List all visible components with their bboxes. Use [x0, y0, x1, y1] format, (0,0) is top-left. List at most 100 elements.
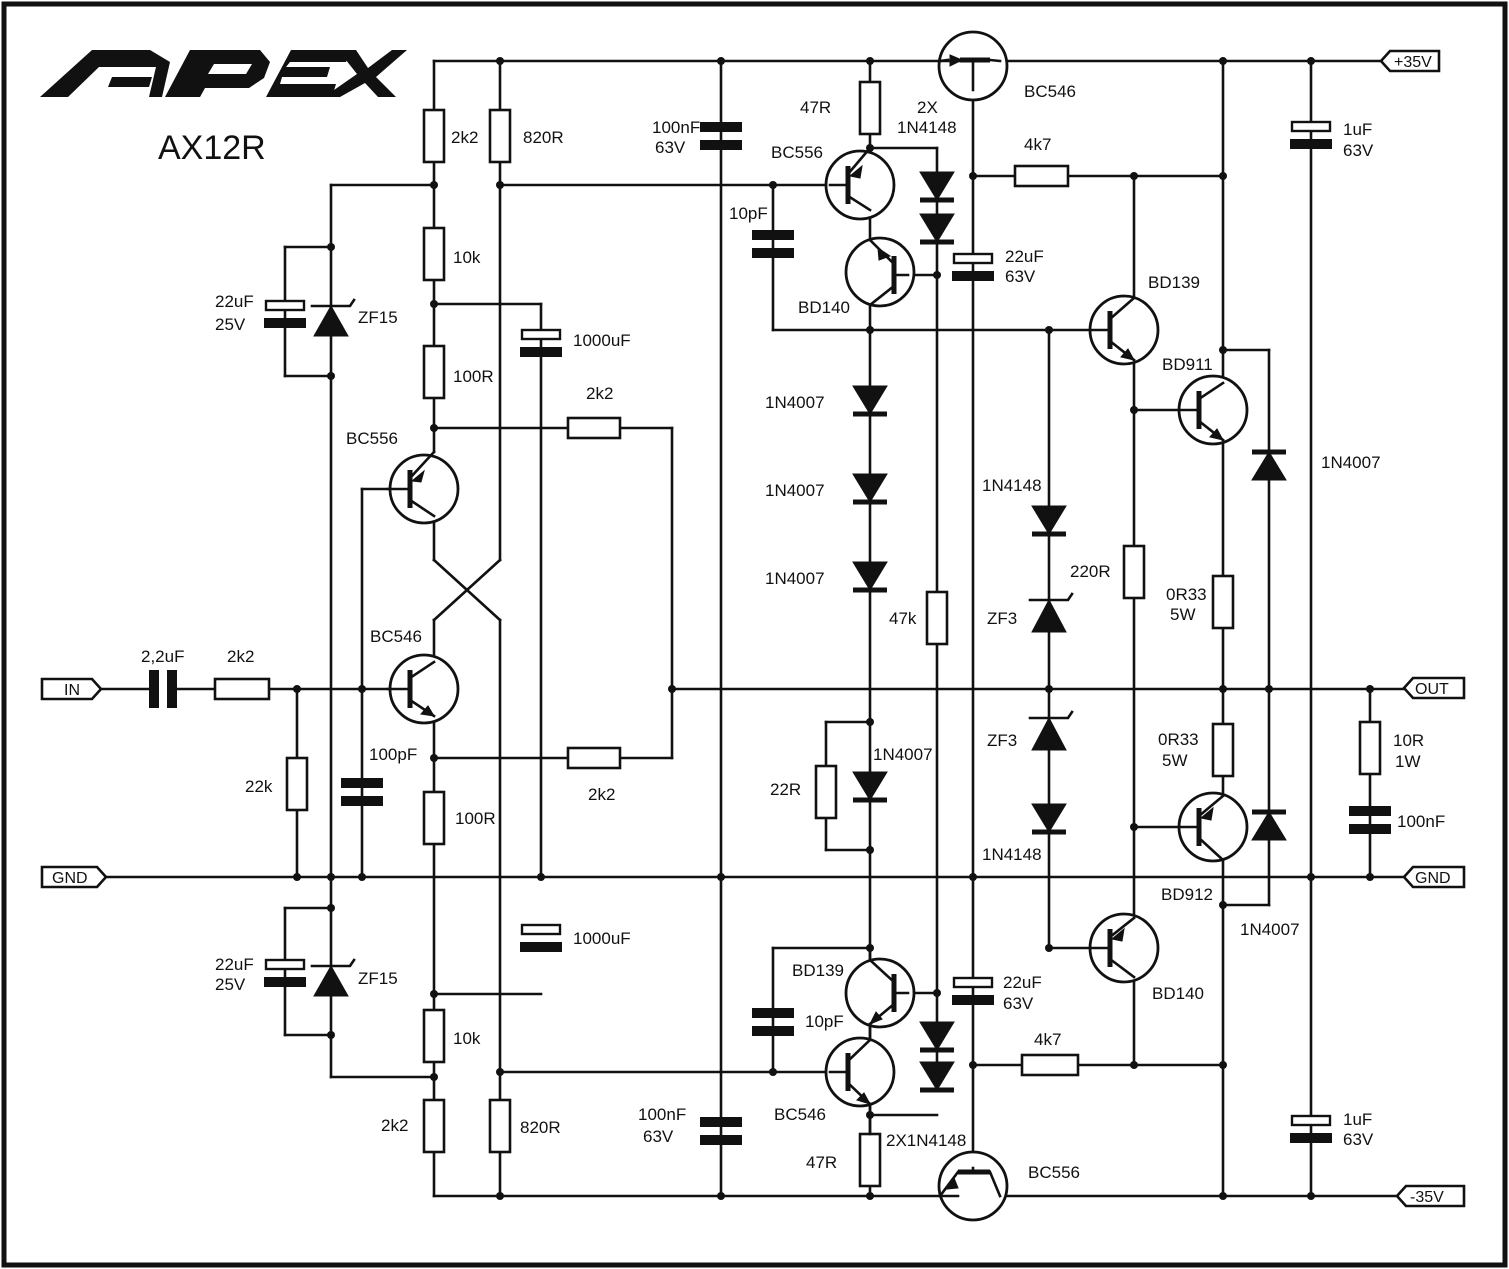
- bot-res-b-label: 820R: [520, 1118, 561, 1137]
- port-plus35-label: +35V: [1394, 54, 1432, 71]
- bot-zcap-value-label: 22uF: [215, 955, 254, 974]
- vas-neg-bc546-label: BC546: [774, 1105, 826, 1124]
- top-bulk-label: 1000uF: [573, 331, 631, 350]
- labels-input-stage: 2,2uF 2k2 22k 100pF 2k2 820R 10k 100R 22…: [141, 128, 631, 1137]
- model-label: AX12R: [158, 129, 266, 167]
- top-res-a-label: 2k2: [451, 128, 478, 147]
- bot-zener-label: ZF15: [358, 969, 398, 988]
- q-input-bottom-label: BC546: [370, 627, 422, 646]
- bias-dn-label: 1N4007: [873, 745, 933, 764]
- bias-d3-label: 1N4007: [765, 569, 825, 588]
- top-res-c-label: 10k: [453, 248, 481, 267]
- labels-output-stage: BD139 BD911 220R 0R33 5W 0R33 5W BD912 B…: [1070, 120, 1445, 1149]
- diodes: [310, 171, 1287, 1093]
- vas-neg-diode-pair-label: 2X1N4148: [886, 1131, 966, 1150]
- bias-1n4148-top-label: 1N4148: [982, 476, 1042, 495]
- vas-pos-diode-pair-a-label: 2X: [917, 98, 938, 117]
- resistors: [213, 80, 1382, 1188]
- bias-zf3-top-label: ZF3: [987, 609, 1017, 628]
- out-bd911-label: BD911: [1162, 355, 1213, 374]
- bias-res-label: 22k: [245, 777, 273, 796]
- fb-top-label: 2k2: [586, 384, 613, 403]
- junction-dots: [293, 57, 1374, 1200]
- vas-neg-miller-label: 10pF: [805, 1012, 844, 1031]
- bias-r47k-label: 47k: [889, 609, 917, 628]
- top-zener-label: ZF15: [358, 308, 398, 327]
- vas-pos-miller-label: 10pF: [729, 204, 768, 223]
- vas-pos-diode-pair-b-label: 1N4148: [897, 118, 957, 137]
- vas-pos-bd140-label: BD140: [798, 298, 850, 317]
- bot-res-c-label: 10k: [453, 1029, 481, 1048]
- in-cap-label: 2,2uF: [141, 647, 184, 666]
- bot-zcap-volt-label: 25V: [215, 975, 246, 994]
- out-fly-bot-label: 1N4007: [1240, 920, 1300, 939]
- zobel-r-value-label: 10R: [1393, 731, 1424, 750]
- labels-bias: 1N4007 1N4007 1N4007 47k 1N4007 22R 1N41…: [765, 393, 1042, 864]
- apex-logo: [40, 50, 407, 97]
- capacitors: [149, 120, 1391, 1145]
- labels-vas-neg: BD139 10pF BC546 47R 2X1N4148 100nF 63V …: [638, 961, 1080, 1182]
- port-out[interactable]: OUT: [1402, 676, 1466, 700]
- vas-neg-cap22-volt-label: 63V: [1003, 994, 1034, 1013]
- bias-d2-label: 1N4007: [765, 481, 825, 500]
- out-bd912-label: BD912: [1161, 885, 1213, 904]
- top-zcap-value-label: 22uF: [215, 292, 254, 311]
- labels-vas-pos: 100nF 63V 47R BC556 2X 1N4148 10pF BD140…: [652, 82, 1076, 317]
- bot-bulk-label: 1000uF: [573, 929, 631, 948]
- zobel-r-watt-label: 1W: [1395, 752, 1421, 771]
- out-rail-cap-top-value-label: 1uF: [1343, 120, 1372, 139]
- vas-pos-r4k7-label: 4k7: [1024, 135, 1051, 154]
- vas-pos-decoup-volt-label: 63V: [655, 138, 686, 157]
- vas-pos-r47-label: 47R: [800, 98, 831, 117]
- vas-neg-bd139-label: BD139: [792, 961, 844, 980]
- bias-d1-label: 1N4007: [765, 393, 825, 412]
- top-res-b-label: 820R: [523, 128, 564, 147]
- port-gnd-left-label: GND: [52, 870, 88, 887]
- vas-neg-r47-label: 47R: [806, 1153, 837, 1172]
- bias-r22-label: 22R: [770, 780, 801, 799]
- out-rail-cap-top-volt-label: 63V: [1343, 141, 1374, 160]
- out-bd140-label: BD140: [1152, 984, 1204, 1003]
- vas-pos-cap22-volt-label: 63V: [1005, 267, 1036, 286]
- q-input-top-label: BC556: [346, 429, 398, 448]
- vas-pos-bc556-label: BC556: [771, 143, 823, 162]
- out-rail-cap-bot-volt-label: 63V: [1343, 1130, 1374, 1149]
- in-res-label: 2k2: [227, 647, 254, 666]
- comp-cap-label: 100pF: [369, 745, 417, 764]
- vas-neg-cap22-value-label: 22uF: [1003, 973, 1042, 992]
- top-zcap-volt-label: 25V: [215, 315, 246, 334]
- port-in-label: IN: [64, 682, 80, 699]
- port-gnd-left[interactable]: GND: [40, 865, 108, 889]
- vas-pos-cap22-value-label: 22uF: [1005, 247, 1044, 266]
- bot-res-a-label: 2k2: [381, 1116, 408, 1135]
- vas-neg-r4k7-label: 4k7: [1034, 1030, 1061, 1049]
- out-re-bot-value-label: 0R33: [1158, 730, 1199, 749]
- out-rail-cap-bot-value-label: 1uF: [1343, 1110, 1372, 1129]
- vas-neg-decoup-volt-label: 63V: [643, 1127, 674, 1146]
- vas-pos-bc546-label: BC546: [1024, 82, 1076, 101]
- bot-res-d-label: 100R: [455, 809, 496, 828]
- out-re-bot-watt-label: 5W: [1162, 751, 1188, 770]
- port-plus35[interactable]: +35V: [1379, 49, 1441, 73]
- transistors: [386, 30, 1249, 1222]
- port-minus35[interactable]: -35V: [1395, 1184, 1466, 1208]
- vas-neg-decoup-value-label: 100nF: [638, 1105, 686, 1124]
- out-re-top-watt-label: 5W: [1170, 605, 1196, 624]
- fb-bottom-label: 2k2: [588, 785, 615, 804]
- bias-zf3-bot-label: ZF3: [987, 731, 1017, 750]
- port-minus35-label: -35V: [1410, 1189, 1444, 1206]
- port-in[interactable]: IN: [40, 677, 103, 701]
- out-re-top-value-label: 0R33: [1166, 585, 1207, 604]
- out-r220-label: 220R: [1070, 562, 1111, 581]
- port-out-label: OUT: [1415, 681, 1449, 698]
- port-gnd-right[interactable]: GND: [1402, 865, 1466, 889]
- port-gnd-right-label: GND: [1415, 870, 1451, 887]
- zobel-c-label: 100nF: [1397, 812, 1445, 831]
- out-bd139-label: BD139: [1148, 273, 1200, 292]
- bias-1n4148-bot-label: 1N4148: [982, 845, 1042, 864]
- vas-pos-decoup-value-label: 100nF: [652, 118, 700, 137]
- out-fly-top-label: 1N4007: [1321, 453, 1381, 472]
- top-res-d-label: 100R: [453, 367, 494, 386]
